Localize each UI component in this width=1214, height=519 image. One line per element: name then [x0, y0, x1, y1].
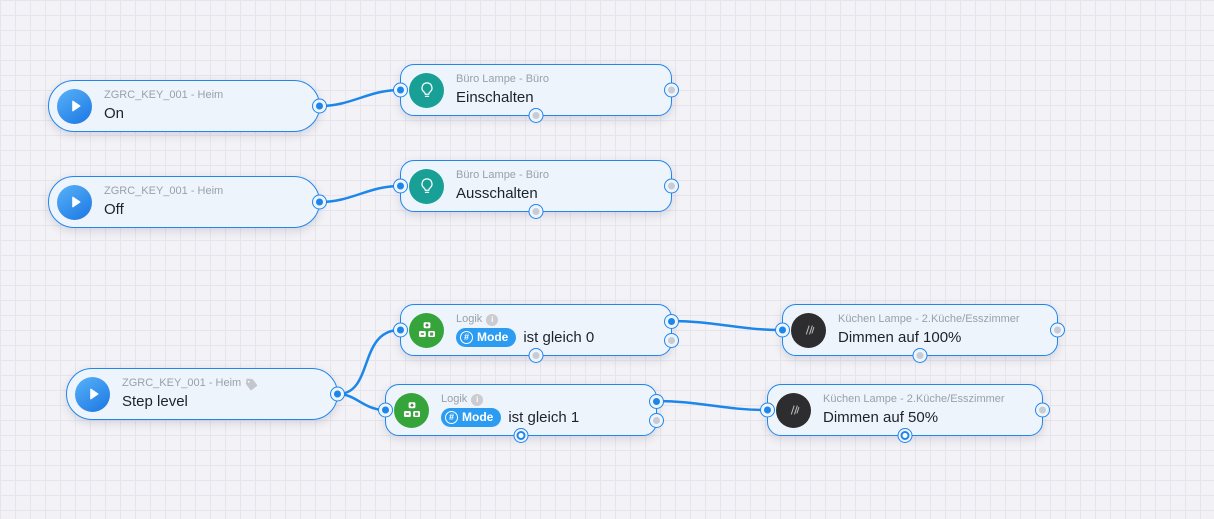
node-title: Dimmen auf 50% — [823, 408, 939, 426]
node-subtitle: Logik — [441, 393, 468, 406]
flow-node-trigger-on[interactable]: ZGRC_KEY_001 - Heim On — [48, 80, 327, 132]
output-true-port[interactable] — [649, 394, 664, 409]
flow-node-action-einschalten[interactable]: Büro Lampe - Büro Einschalten — [393, 64, 679, 123]
input-port[interactable] — [378, 402, 393, 418]
output-port[interactable] — [664, 82, 679, 98]
tag-icon — [245, 378, 258, 391]
bottom-port[interactable] — [897, 428, 913, 443]
variable-badge-label: Mode — [477, 330, 509, 345]
flow-node-action-dim-50[interactable]: Küchen Lampe - 2.Küche/Esszimmer Dimmen … — [760, 384, 1050, 443]
logic-icon — [394, 392, 429, 428]
flow-node-action-ausschalten[interactable]: Büro Lampe - Büro Ausschalten — [393, 160, 679, 219]
node-subtitle: ZGRC_KEY_001 - Heim — [104, 185, 224, 198]
variable-badge-label: Mode — [462, 410, 494, 425]
output-true-port[interactable] — [664, 314, 679, 329]
input-port[interactable] — [393, 322, 408, 338]
variable-badge[interactable]: # Mode — [441, 408, 502, 427]
output-port[interactable] — [312, 98, 327, 114]
output-port[interactable] — [1050, 322, 1065, 338]
input-port[interactable] — [393, 178, 408, 194]
node-title: Dimmen auf 100% — [838, 328, 962, 346]
node-title: ist gleich 1 — [508, 408, 580, 426]
output-port[interactable] — [1035, 402, 1050, 418]
hash-icon: # — [445, 411, 458, 425]
wire-off-ausschalten[interactable] — [318, 184, 402, 204]
node-title: On — [104, 104, 125, 122]
bottom-port[interactable] — [513, 428, 529, 443]
logic-icon — [409, 312, 444, 348]
node-title: ist gleich 0 — [523, 328, 595, 346]
play-icon — [75, 376, 110, 412]
lightbulb-icon — [409, 72, 444, 108]
bottom-port[interactable] — [528, 204, 544, 219]
flow-node-trigger-off[interactable]: ZGRC_KEY_001 - Heim Off — [48, 176, 327, 228]
node-title: Einschalten — [456, 88, 534, 106]
lamp-photo-icon — [791, 312, 826, 348]
flow-node-condition-mode-0[interactable]: Logik i # Mode ist gleich 0 — [393, 304, 679, 363]
input-port[interactable] — [393, 82, 408, 98]
node-subtitle: Büro Lampe - Büro — [456, 73, 549, 86]
output-port[interactable] — [330, 386, 345, 402]
wire-on-einschalten[interactable] — [318, 88, 402, 108]
output-false-port[interactable] — [649, 413, 664, 428]
info-icon[interactable]: i — [471, 393, 484, 406]
node-title: Step level — [122, 392, 188, 410]
output-port[interactable] — [312, 194, 327, 210]
node-subtitle: Logik — [456, 313, 483, 326]
node-subtitle: ZGRC_KEY_001 - Heim — [122, 377, 242, 390]
input-port[interactable] — [775, 322, 790, 338]
output-port[interactable] — [664, 178, 679, 194]
wire-mode1-dim50[interactable] — [655, 399, 769, 412]
node-subtitle: ZGRC_KEY_001 - Heim — [104, 89, 224, 102]
node-subtitle: Küchen Lampe - 2.Küche/Esszimmer — [838, 313, 1020, 326]
bottom-port[interactable] — [912, 348, 928, 363]
bottom-port[interactable] — [528, 348, 544, 363]
output-false-port[interactable] — [664, 333, 679, 348]
node-title: Off — [104, 200, 124, 218]
lightbulb-icon — [409, 168, 444, 204]
variable-badge[interactable]: # Mode — [456, 328, 517, 347]
flow-node-trigger-step-level[interactable]: ZGRC_KEY_001 - Heim Step level — [66, 368, 345, 420]
lamp-photo-icon — [776, 392, 811, 428]
input-port[interactable] — [760, 402, 775, 418]
flow-node-condition-mode-1[interactable]: Logik i # Mode ist gleich 1 — [378, 384, 664, 443]
play-icon — [57, 184, 92, 220]
play-icon — [57, 88, 92, 124]
node-subtitle: Büro Lampe - Büro — [456, 169, 549, 182]
bottom-port[interactable] — [528, 108, 544, 123]
node-title: Ausschalten — [456, 184, 538, 202]
flow-node-action-dim-100[interactable]: Küchen Lampe - 2.Küche/Esszimmer Dimmen … — [775, 304, 1065, 363]
wire-mode0-dim100[interactable] — [670, 319, 784, 332]
node-subtitle: Küchen Lampe - 2.Küche/Esszimmer — [823, 393, 1005, 406]
hash-icon: # — [460, 331, 473, 345]
wire-step-mode0[interactable] — [336, 328, 402, 396]
info-icon[interactable]: i — [486, 313, 499, 326]
